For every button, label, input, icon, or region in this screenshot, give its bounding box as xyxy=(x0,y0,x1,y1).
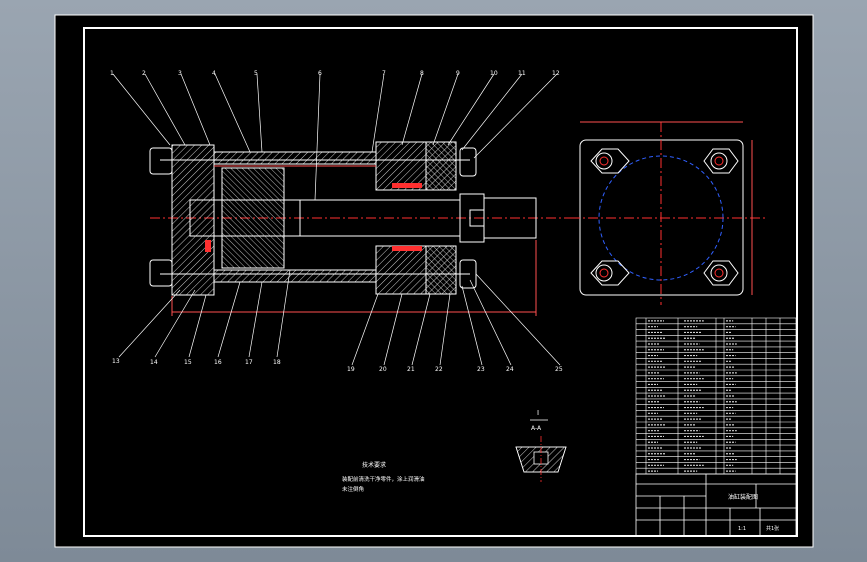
part-label: 11 xyxy=(518,70,526,77)
title-block-sheet: 共1张 xyxy=(766,525,779,532)
part-label: 13 xyxy=(112,358,120,365)
part-labels: 1 2 3 4 5 6 7 8 9 10 11 12 13 14 15 16 1… xyxy=(110,70,563,373)
notes-line-2: 未注倒角 xyxy=(342,485,364,493)
corner-bolt-tl xyxy=(590,148,630,174)
part-label: 18 xyxy=(273,359,281,366)
sheet-inner-frame xyxy=(83,27,798,537)
leaders-top xyxy=(112,73,558,201)
part-label: 4 xyxy=(212,70,216,77)
main-section-view xyxy=(149,141,575,316)
part-label: 10 xyxy=(490,70,498,77)
part-label: 3 xyxy=(178,70,182,77)
tie-rod-nut-right-top xyxy=(459,147,477,177)
seal-1 xyxy=(205,240,211,252)
part-label: 24 xyxy=(506,366,514,373)
part-label: 6 xyxy=(318,70,322,77)
parts-list-table xyxy=(635,317,797,475)
title-block-scale: 1:1 xyxy=(738,526,746,532)
corner-bolt-tr xyxy=(703,148,739,174)
section-label: I xyxy=(537,409,539,417)
title-block: 油缸装配图 1:1 共1张 xyxy=(635,473,797,537)
part-label: 21 xyxy=(407,366,415,373)
part-label: 14 xyxy=(150,359,158,366)
section-sub-label: A-A xyxy=(531,425,542,432)
part-label: 9 xyxy=(456,70,460,77)
gland-top xyxy=(425,141,457,191)
title-block-name: 油缸装配图 xyxy=(728,493,758,501)
rod-end-square xyxy=(469,209,485,227)
title-block-frame xyxy=(635,473,797,537)
part-label: 20 xyxy=(379,366,387,373)
seal-2 xyxy=(392,183,422,188)
piston-hatch xyxy=(221,167,285,269)
tie-rod-nut-left-top xyxy=(149,147,173,175)
part-label: 5 xyxy=(254,70,258,77)
corner-bolt-br xyxy=(703,260,739,286)
part-label: 23 xyxy=(477,366,485,373)
notes-line-1: 装配前清洗干净零件，涂上润滑油 xyxy=(342,475,425,483)
gland-bottom xyxy=(425,245,457,295)
tie-rod-nut-left-bottom xyxy=(149,259,173,287)
technical-notes: 技术要求 装配前清洗干净零件，涂上润滑油 未注倒角 xyxy=(342,461,425,493)
part-label: 16 xyxy=(214,359,222,366)
part-label: 12 xyxy=(552,70,560,77)
part-label: 22 xyxy=(435,366,443,373)
part-label: 2 xyxy=(142,70,146,77)
notes-title: 技术要求 xyxy=(362,461,386,469)
part-label: 17 xyxy=(245,359,253,366)
part-label: 25 xyxy=(555,366,563,373)
cylinder-tube-top-hatch xyxy=(213,151,377,165)
part-label: 7 xyxy=(382,70,386,77)
leaders-bottom xyxy=(118,269,561,366)
part-label: 8 xyxy=(420,70,424,77)
part-label: 15 xyxy=(184,359,192,366)
cylinder-tube-bottom-hatch xyxy=(213,269,377,283)
end-view xyxy=(570,121,765,305)
seal-3 xyxy=(392,246,422,251)
corner-bolt-bl xyxy=(590,260,630,286)
part-label: 1 xyxy=(110,70,114,77)
part-label: 19 xyxy=(347,366,355,373)
left-end-cap-hatch xyxy=(171,144,215,296)
section-detail: I A-A xyxy=(515,409,567,482)
